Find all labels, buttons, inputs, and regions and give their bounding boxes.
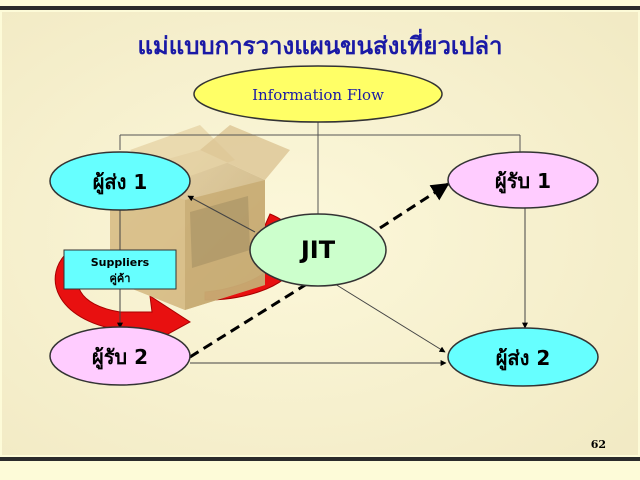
supplier-box: Suppliers คู่ค้า [63, 249, 177, 290]
jit-ellipse [249, 213, 387, 287]
sender2-ellipse [447, 327, 599, 387]
arrow-jit-to-sender2 [334, 283, 446, 353]
connector-lines [119, 122, 521, 228]
arrow-jit-to-sender1 [187, 195, 256, 233]
empty-trip-dashed-arrow [189, 182, 450, 359]
node-sender-1: ผู้ส่ง 1 [49, 151, 191, 211]
sender1-label: ผู้ส่ง 1 [93, 170, 148, 196]
receiver1-ellipse [447, 151, 599, 209]
receiver2-label: ผู้รับ 2 [92, 345, 148, 371]
node-information-flow: Information Flow [193, 65, 443, 123]
sender1-ellipse [49, 151, 191, 211]
jit-label: JIT [299, 236, 336, 264]
receiver1-label: ผู้รับ 1 [495, 169, 551, 195]
info-label: Information Flow [252, 86, 384, 104]
node-receiver-2: ผู้รับ 2 [49, 326, 191, 386]
slide-title: แม่แบบการวางแผนขนส่งเที่ยวเปล่า [137, 31, 503, 60]
page-number: 62 [590, 438, 606, 451]
bottom-border-bar [0, 457, 640, 461]
supplier-label-th: คู่ค้า [110, 272, 131, 286]
top-border-bar [0, 6, 640, 10]
node-receiver-1: ผู้รับ 1 [447, 151, 599, 209]
supplier-rect [63, 249, 177, 290]
sender2-label: ผู้ส่ง 2 [496, 346, 551, 372]
info-ellipse [193, 65, 443, 123]
receiver2-ellipse [49, 326, 191, 386]
node-jit: JIT [249, 213, 387, 287]
node-sender-2: ผู้ส่ง 2 [447, 327, 599, 387]
supplier-label-en: Suppliers [91, 256, 150, 269]
